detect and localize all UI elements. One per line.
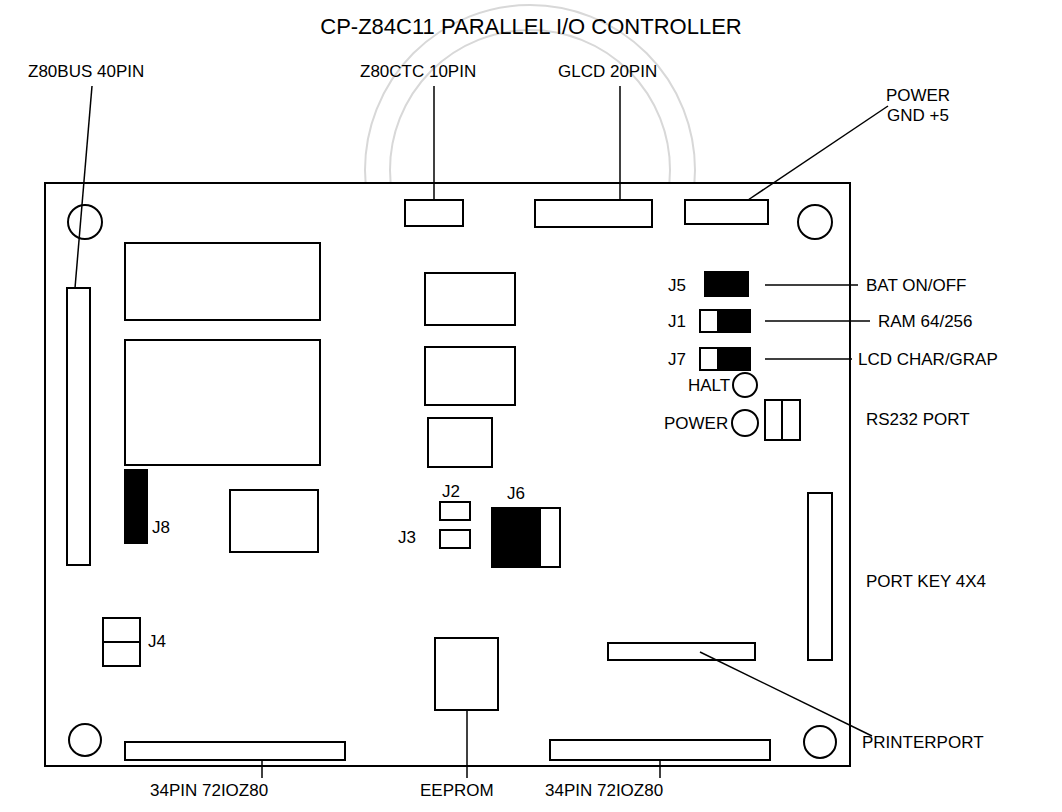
jumper [440, 530, 470, 548]
jumper-label: J4 [148, 632, 166, 652]
jumper [125, 470, 147, 543]
jumper-label: J8 [152, 518, 170, 538]
printer-connector [608, 643, 755, 660]
jumper-label: J5 [668, 276, 686, 296]
mount-hole [804, 726, 836, 758]
jumper-label: J2 [442, 482, 460, 502]
jumper-function: BAT ON/OFF [866, 276, 966, 296]
jumper-label: J7 [668, 350, 686, 370]
connector-label: 34PIN 72IOZ80 [545, 781, 663, 801]
connector-label: POWER GND +5 [876, 86, 960, 127]
connector-label: 34PIN 72IOZ80 [150, 781, 268, 801]
keypad-connector [808, 493, 832, 660]
jumper-function: LCD CHAR/GRAP [858, 350, 998, 370]
led-label: POWER [664, 414, 728, 434]
jumper [540, 508, 560, 567]
ic-chip [125, 340, 320, 465]
ic-chip [428, 418, 492, 467]
connector-label: PRINTERPORT [862, 733, 984, 753]
mount-hole [69, 724, 101, 756]
connector-label: RS232 PORT [866, 410, 970, 430]
io-connector [125, 742, 345, 760]
power-header [685, 200, 768, 224]
chip-label: EEPROM [420, 781, 494, 801]
title: CP-Z84C11 PARALLEL I/O CONTROLLER [0, 14, 1062, 40]
led-label: HALT [688, 376, 730, 396]
ic-chip [425, 347, 515, 405]
eeprom-chip [435, 638, 498, 710]
ic-chip [425, 273, 515, 325]
mount-hole [68, 205, 102, 239]
power-led [732, 410, 758, 436]
jumper [700, 310, 718, 332]
jumper [103, 618, 140, 666]
jumper-label: J1 [668, 312, 686, 332]
halt-led [733, 373, 757, 397]
pcb-board [45, 183, 850, 766]
connector-label: GLCD 20PIN [558, 62, 657, 82]
connector-label: Z80CTC 10PIN [360, 62, 476, 82]
mount-hole [798, 205, 832, 239]
jumper [705, 272, 748, 296]
ic-chip [125, 243, 320, 320]
jumper-label: J6 [507, 484, 525, 504]
ctc-header [405, 200, 463, 226]
ic-chip [230, 490, 318, 552]
jumper-function: RAM 64/256 [878, 312, 973, 332]
rs232-connector [765, 400, 800, 440]
jumper [492, 508, 540, 567]
leader-lines [75, 86, 888, 778]
io-connector [550, 740, 770, 760]
jumper-label: J3 [398, 528, 416, 548]
jumper [718, 348, 750, 370]
bus-connector [67, 288, 90, 565]
connector-label: Z80BUS 40PIN [28, 62, 144, 82]
jumper [718, 310, 750, 332]
jumper [440, 502, 470, 520]
glcd-header [535, 200, 652, 227]
connector-label: PORT KEY 4X4 [866, 572, 986, 592]
jumper [700, 348, 718, 370]
